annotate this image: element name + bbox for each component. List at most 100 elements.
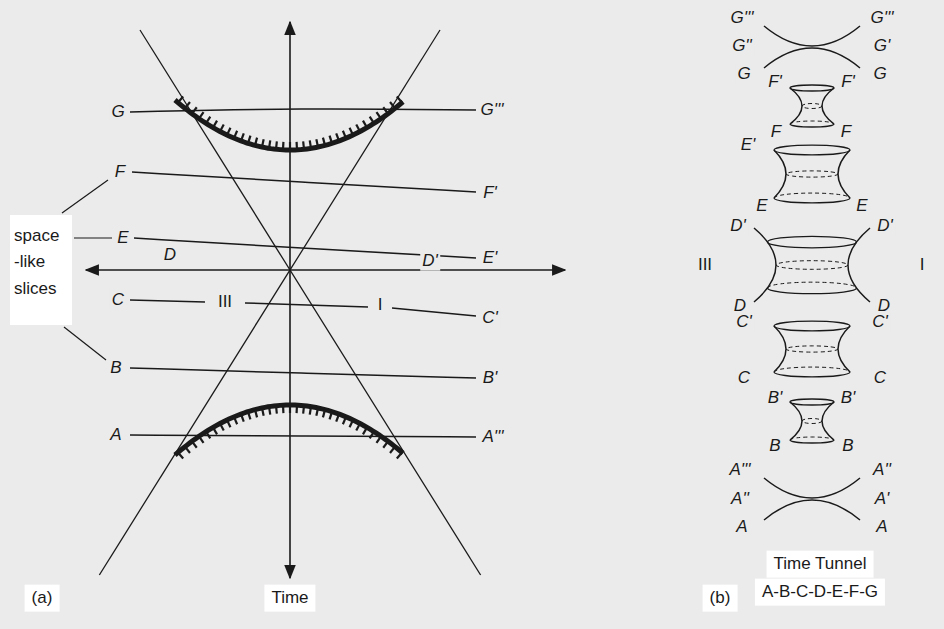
- label-holder: A'': [871, 461, 893, 480]
- hatch-tick: [302, 141, 305, 149]
- hatch-tick: [336, 414, 339, 422]
- point-label: E': [739, 136, 758, 155]
- hatch-tick: [323, 410, 325, 418]
- point-label: C': [734, 313, 754, 332]
- label-holder: B': [766, 389, 785, 408]
- spacelike-slice: [245, 303, 368, 307]
- hatch-tick: [199, 112, 204, 119]
- label-holder: C: [736, 369, 752, 388]
- point-label: F': [839, 73, 857, 92]
- light-cone-line: [140, 30, 481, 575]
- label-holder: F': [481, 184, 499, 203]
- label-holder: D': [728, 217, 748, 236]
- hatch-tick: [185, 447, 190, 453]
- point-label: III: [696, 256, 714, 275]
- point-label: G: [871, 65, 888, 84]
- hatch-tick: [390, 102, 395, 108]
- tube-rim: [790, 124, 834, 127]
- label-holder: Time Tunnel: [767, 551, 874, 578]
- tube-waist: [802, 104, 822, 109]
- point-label: C': [480, 309, 500, 328]
- label-holder: E: [115, 229, 130, 248]
- label-holder: F: [113, 163, 127, 182]
- label-holder: A': [873, 490, 892, 509]
- label-holder: space -like slices: [10, 215, 72, 325]
- tube-rim: [774, 145, 850, 155]
- point-label: B: [767, 437, 782, 456]
- caption-label: A-B-C-D-E-F-G: [755, 579, 885, 606]
- point-label: A: [108, 426, 123, 445]
- hatch-tick: [262, 139, 264, 147]
- tube-rim-hidden: [774, 367, 850, 372]
- hatch-tick: [234, 417, 237, 424]
- label-holder: G: [735, 65, 752, 84]
- point-label: D: [162, 246, 178, 265]
- label-holder: F: [769, 123, 783, 142]
- tunnel-curve: [764, 500, 860, 520]
- point-label: G'': [730, 37, 754, 56]
- tube-rim: [768, 236, 857, 248]
- hatch-tick: [275, 141, 278, 149]
- hatch-tick: [356, 124, 360, 131]
- hatch-tick: [330, 136, 332, 144]
- label-holder: A'': [729, 490, 751, 509]
- point-label: E': [481, 249, 500, 268]
- kruskal-diagram: [62, 22, 565, 578]
- hatch-tick: [255, 410, 257, 418]
- hatch-tick: [295, 405, 298, 413]
- hatch-tick: [241, 133, 244, 141]
- hatch-tick: [370, 117, 374, 124]
- caption-label: Time: [264, 585, 315, 612]
- hatch-tick: [383, 441, 388, 447]
- label-holder: A: [734, 518, 749, 537]
- label-holder: D': [420, 252, 440, 271]
- singularity-curve: [175, 405, 403, 455]
- label-holder: E: [854, 197, 869, 216]
- hatch-tick: [248, 412, 250, 420]
- label-holder: F': [839, 73, 857, 92]
- hatch-tick: [192, 441, 197, 447]
- tube-rim: [774, 372, 850, 377]
- label-holder: C: [872, 369, 888, 388]
- spacelike-slice: [130, 435, 476, 437]
- point-label: D': [728, 217, 748, 236]
- tunnel-tube: [754, 228, 870, 302]
- point-label: E: [115, 229, 130, 248]
- label-holder: A''': [480, 428, 505, 447]
- hatch-tick: [289, 405, 291, 413]
- point-label: F: [769, 123, 783, 142]
- point-label: C: [110, 291, 126, 310]
- label-holder: G''': [869, 9, 896, 28]
- point-label: C': [870, 313, 890, 332]
- hatch-tick: [376, 436, 381, 443]
- hatch-tick: [363, 427, 367, 434]
- point-label: C: [736, 369, 752, 388]
- hatch-tick: [213, 427, 217, 434]
- point-label: G''': [869, 9, 896, 28]
- label-holder: E': [739, 136, 758, 155]
- hatch-tick: [241, 414, 244, 422]
- point-label: A: [874, 518, 889, 537]
- hatch-tick: [289, 142, 291, 150]
- singularity-curve: [175, 100, 403, 150]
- hatch-tick: [336, 133, 339, 141]
- label-holder: B': [839, 389, 858, 408]
- label-holder: C': [480, 309, 500, 328]
- singularity-hatch: [178, 405, 402, 459]
- leader-line: [64, 327, 106, 360]
- hatch-tick: [178, 452, 183, 458]
- label-holder: C': [734, 313, 754, 332]
- hatch-tick: [185, 102, 190, 108]
- point-label: A': [873, 490, 892, 509]
- leader-line: [74, 237, 112, 238]
- point-label: G''': [729, 9, 756, 28]
- point-label: G': [872, 37, 892, 56]
- label-holder: I: [918, 256, 927, 275]
- hatch-tick: [206, 117, 210, 124]
- tube-side: [774, 150, 786, 198]
- label-holder: F': [766, 73, 784, 92]
- point-label: B: [840, 437, 855, 456]
- label-holder: B': [481, 369, 500, 388]
- tube-waist: [786, 346, 838, 352]
